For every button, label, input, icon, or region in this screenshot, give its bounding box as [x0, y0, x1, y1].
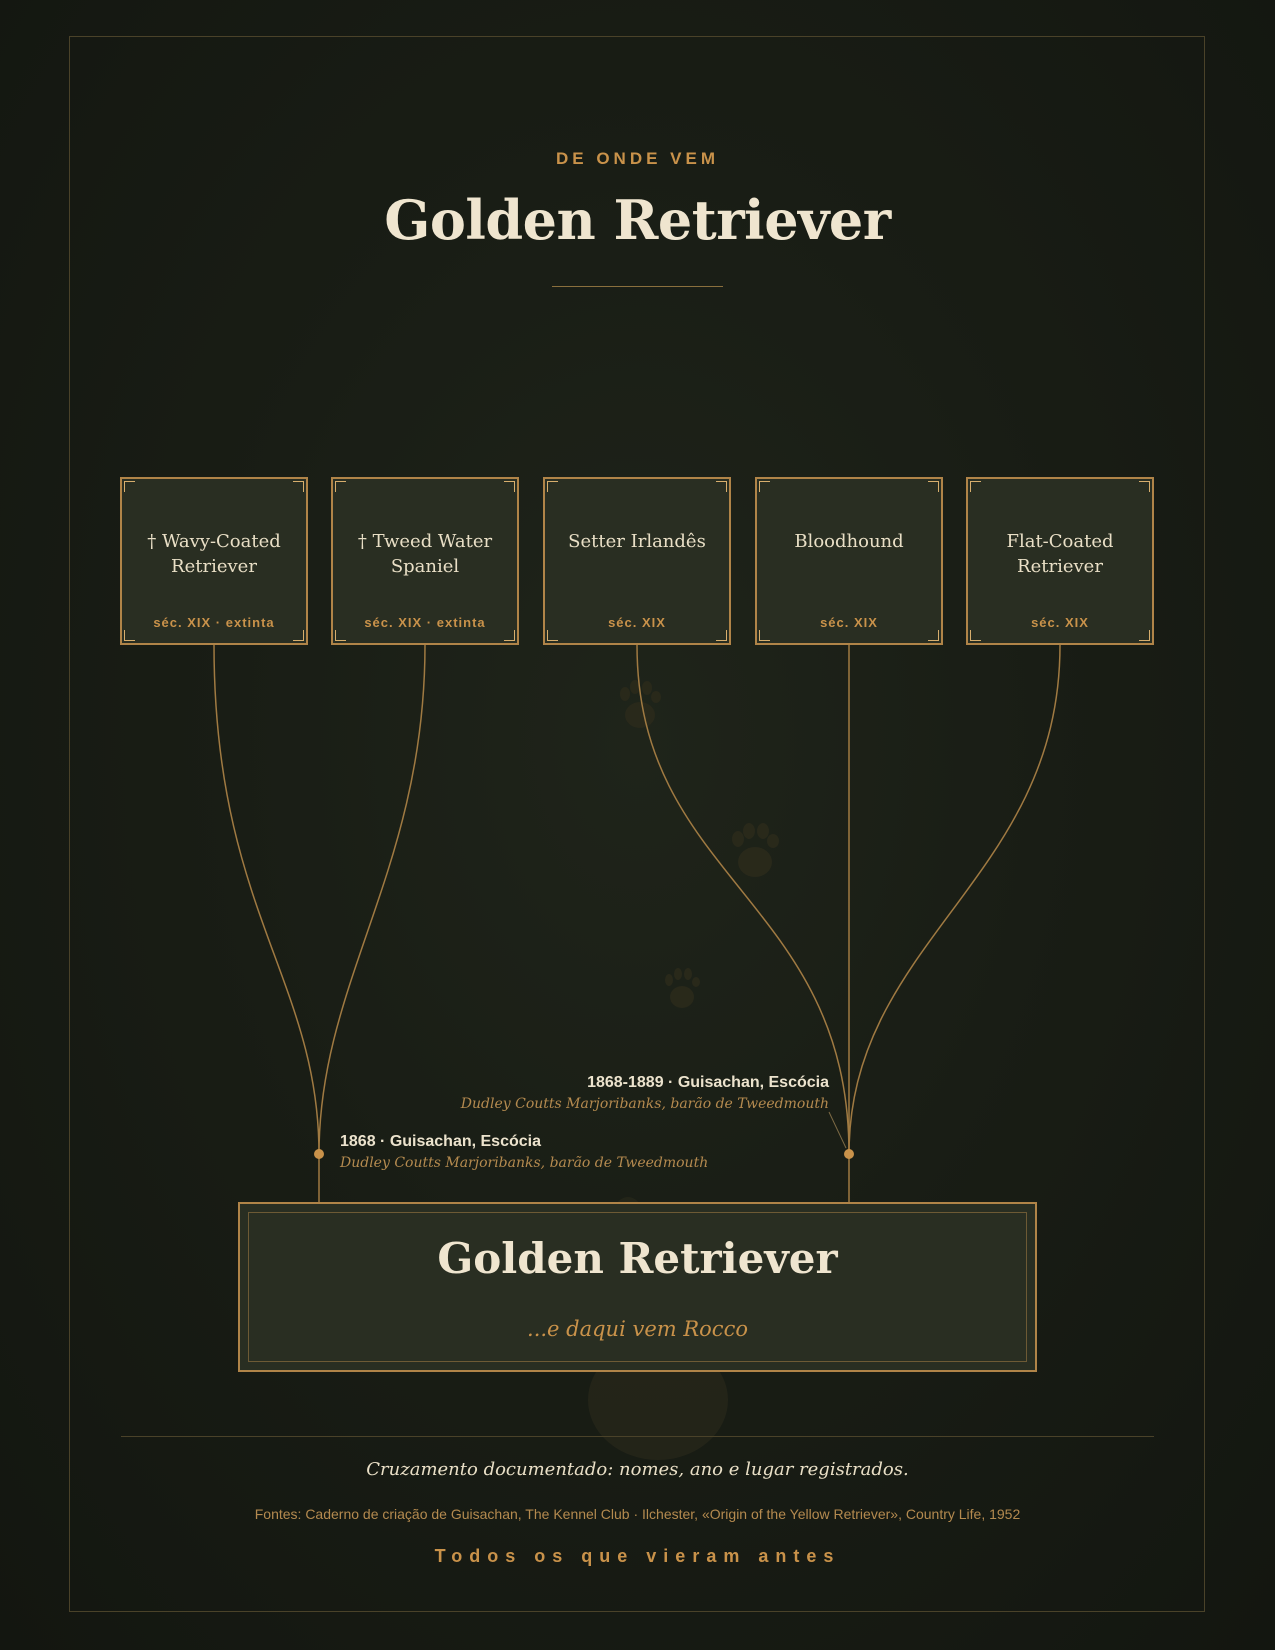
ancestor-era: séc. XIX	[608, 615, 666, 630]
ancestor-name: Flat-Coated Retriever	[1006, 531, 1114, 577]
ancestor-card-bloodhound: Bloodhound séc. XIX	[755, 477, 943, 645]
ancestor-era: séc. XIX · extinta	[153, 615, 275, 630]
event-1-date-place: 1868 · Guisachan, Escócia	[340, 1133, 541, 1150]
event-1-breeder: Dudley Coutts Marjoribanks, barão de Twe…	[340, 1155, 709, 1171]
ancestor-name: Setter Irlandês	[568, 531, 706, 552]
ancestor-era: séc. XIX · extinta	[364, 615, 486, 630]
ancestor-era: séc. XIX	[1031, 615, 1089, 630]
footer-divider	[121, 1436, 1154, 1437]
event-leader-line	[828, 1111, 847, 1149]
event-2-date-place: 1868-1889 · Guisachan, Escócia	[587, 1074, 829, 1091]
ancestor-card-wavy-coated: † Wavy-Coated Retriever séc. XIX · extin…	[120, 477, 308, 645]
result-title: Golden Retriever	[437, 1234, 838, 1283]
result-card: Golden Retriever ...e daqui vem Rocco	[238, 1202, 1037, 1372]
ancestor-era: séc. XIX	[820, 615, 878, 630]
title-divider	[552, 286, 723, 287]
footer-note: Cruzamento documentado: nomes, ano e lug…	[366, 1459, 909, 1480]
connector-tweed-water	[318, 644, 426, 1155]
header-eyebrow: DE ONDE VEM	[555, 149, 720, 168]
junction-dot-left	[314, 1149, 324, 1159]
footer-closing: Todos os que vieram antes	[434, 1546, 841, 1566]
page-title: Golden Retriever	[384, 188, 891, 252]
paw-icon	[665, 968, 700, 1008]
junction-dot-right	[844, 1149, 854, 1159]
page-frame	[69, 36, 1205, 1612]
ancestor-name: † Wavy-Coated Retriever	[147, 531, 281, 577]
ancestor-card-flat-coated: Flat-Coated Retriever séc. XIX	[966, 477, 1154, 645]
ancestor-name: Bloodhound	[794, 531, 904, 552]
footer-sources: Fontes: Caderno de criação de Guisachan,…	[254, 1506, 1021, 1522]
paw-icon	[732, 823, 779, 877]
ancestor-card-setter: Setter Irlandês séc. XIX	[543, 477, 731, 645]
paw-icon	[620, 680, 661, 728]
event-2-breeder: Dudley Coutts Marjoribanks, barão de Twe…	[460, 1096, 829, 1112]
connector-flat-coated	[848, 644, 1061, 1155]
result-inner-border	[248, 1212, 1027, 1362]
connector-wavy-coated	[213, 644, 320, 1155]
ancestor-card-tweed-water: † Tweed Water Spaniel séc. XIX · extinta	[331, 477, 519, 645]
result-subtitle: ...e daqui vem Rocco	[527, 1317, 748, 1341]
connector-setter	[636, 644, 850, 1155]
ancestor-name: † Tweed Water Spaniel	[357, 531, 493, 577]
